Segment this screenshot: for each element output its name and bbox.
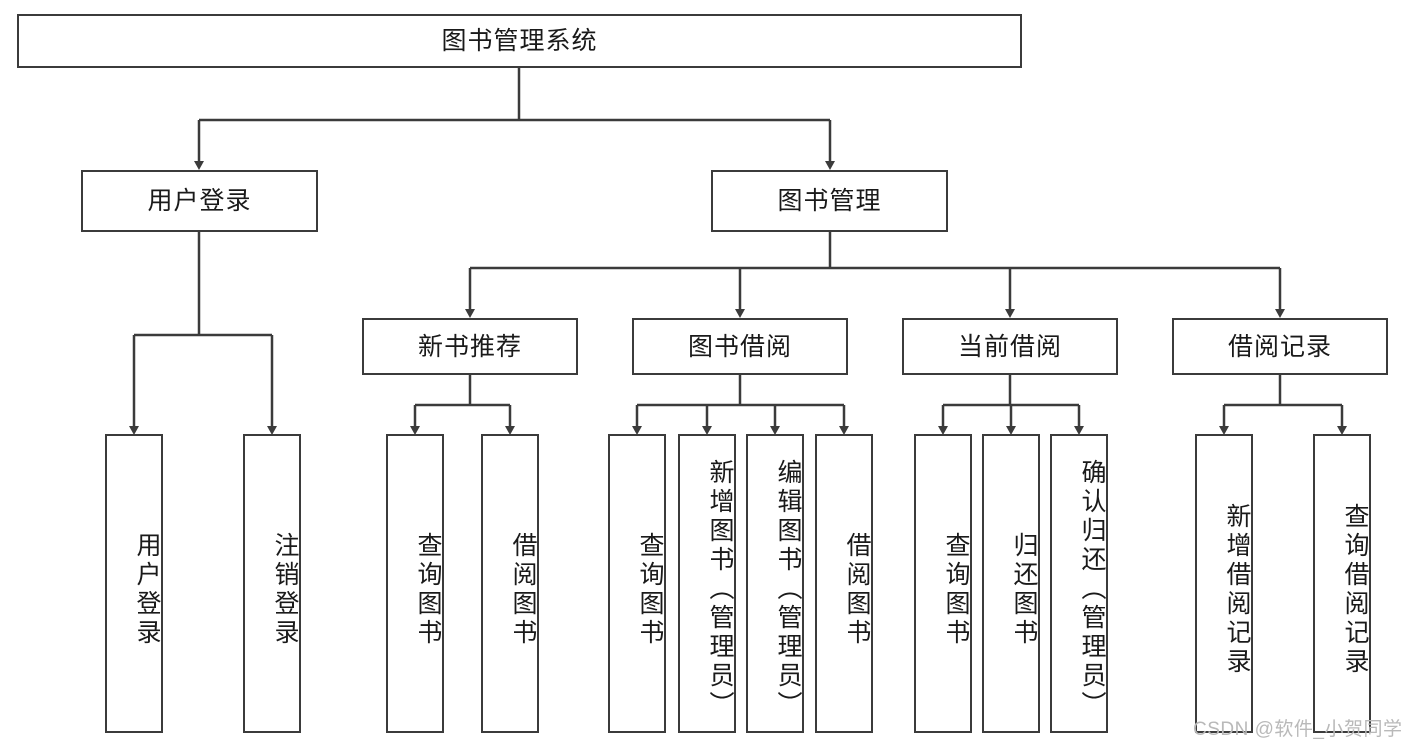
node-user-login[interactable]: 用户登录 xyxy=(81,170,318,232)
node-label: 借阅图书 xyxy=(843,531,871,648)
node-book-management[interactable]: 图书管理 xyxy=(711,170,948,232)
leaf-borrow-add-book-admin[interactable]: 新增图书（管理员） xyxy=(678,434,736,733)
node-label: 用户登录 xyxy=(147,187,252,215)
node-new-book-recommend[interactable]: 新书推荐 xyxy=(362,318,578,375)
leaf-user-login-signout[interactable]: 注销登录 xyxy=(243,434,301,733)
node-label: 图书管理 xyxy=(777,187,882,215)
node-label: 注销登录 xyxy=(271,531,299,648)
leaf-record-add-record[interactable]: 新增借阅记录 xyxy=(1195,434,1253,733)
leaf-record-query-record[interactable]: 查询借阅记录 xyxy=(1313,434,1371,733)
node-current-borrow[interactable]: 当前借阅 xyxy=(902,318,1118,375)
node-label: 归还图书 xyxy=(1010,531,1038,648)
leaf-current-confirm-return-admin[interactable]: 确认归还（管理员） xyxy=(1050,434,1108,733)
node-label: 新增借阅记录 xyxy=(1223,502,1251,677)
node-label: 编辑图书（管理员） xyxy=(774,459,802,720)
leaf-current-return-book[interactable]: 归还图书 xyxy=(982,434,1040,733)
node-label: 查询图书 xyxy=(414,531,442,648)
node-root-system[interactable]: 图书管理系统 xyxy=(17,14,1022,68)
node-label: 借阅记录 xyxy=(1227,332,1332,361)
node-label: 图书管理系统 xyxy=(441,27,598,55)
node-book-borrow[interactable]: 图书借阅 xyxy=(632,318,848,375)
leaf-recommend-query-book[interactable]: 查询图书 xyxy=(386,434,444,733)
node-label: 查询图书 xyxy=(942,531,970,648)
csdn-watermark: CSDN @软件_小贺同学 xyxy=(1193,719,1403,740)
node-label: 新书推荐 xyxy=(417,332,522,361)
node-label: 借阅图书 xyxy=(509,531,537,648)
leaf-user-login-signin[interactable]: 用户登录 xyxy=(105,434,163,733)
node-label: 用户登录 xyxy=(133,531,161,648)
node-label: 查询借阅记录 xyxy=(1341,502,1369,677)
leaf-borrow-borrow-book[interactable]: 借阅图书 xyxy=(815,434,873,733)
node-label: 当前借阅 xyxy=(957,332,1062,361)
leaf-borrow-edit-book-admin[interactable]: 编辑图书（管理员） xyxy=(746,434,804,733)
leaf-recommend-borrow-book[interactable]: 借阅图书 xyxy=(481,434,539,733)
node-borrow-record[interactable]: 借阅记录 xyxy=(1172,318,1388,375)
node-label: 新增图书（管理员） xyxy=(706,459,734,720)
node-label: 图书借阅 xyxy=(687,332,792,361)
leaf-current-query-book[interactable]: 查询图书 xyxy=(914,434,972,733)
leaf-borrow-query-book[interactable]: 查询图书 xyxy=(608,434,666,733)
node-label: 确认归还（管理员） xyxy=(1078,459,1106,720)
node-label: 查询图书 xyxy=(636,531,664,648)
